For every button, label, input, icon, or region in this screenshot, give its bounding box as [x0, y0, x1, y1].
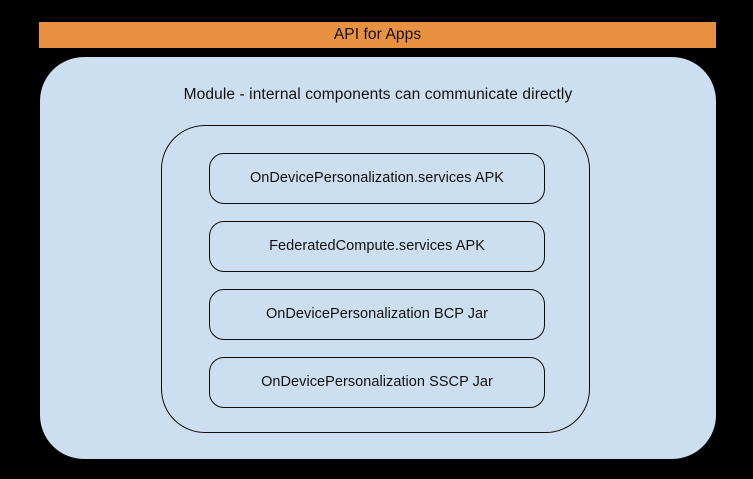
- component-box-stack: OnDevicePersonalization.services APK Fed…: [209, 153, 545, 408]
- component-box-label: OnDevicePersonalization.services APK: [249, 170, 505, 187]
- component-box-ondevicepersonalization-services-apk: OnDevicePersonalization.services APK: [209, 153, 545, 204]
- component-box-label: FederatedCompute.services APK: [269, 238, 485, 255]
- module-panel-title: Module - internal components can communi…: [183, 86, 573, 103]
- component-box-label: OnDevicePersonalization BCP Jar: [265, 306, 489, 323]
- internal-components-group: OnDevicePersonalization.services APK Fed…: [161, 125, 590, 433]
- module-panel: Module - internal components can communi…: [40, 57, 716, 459]
- component-box-ondevicepersonalization-sscp-jar: OnDevicePersonalization SSCP Jar: [209, 357, 545, 408]
- api-for-apps-banner: API for Apps: [39, 22, 716, 48]
- component-box-label: OnDevicePersonalization SSCP Jar: [261, 374, 493, 391]
- component-box-federatedcompute-services-apk: FederatedCompute.services APK: [209, 221, 545, 272]
- api-for-apps-banner-label: API for Apps: [333, 26, 422, 44]
- component-box-ondevicepersonalization-bcp-jar: OnDevicePersonalization BCP Jar: [209, 289, 545, 340]
